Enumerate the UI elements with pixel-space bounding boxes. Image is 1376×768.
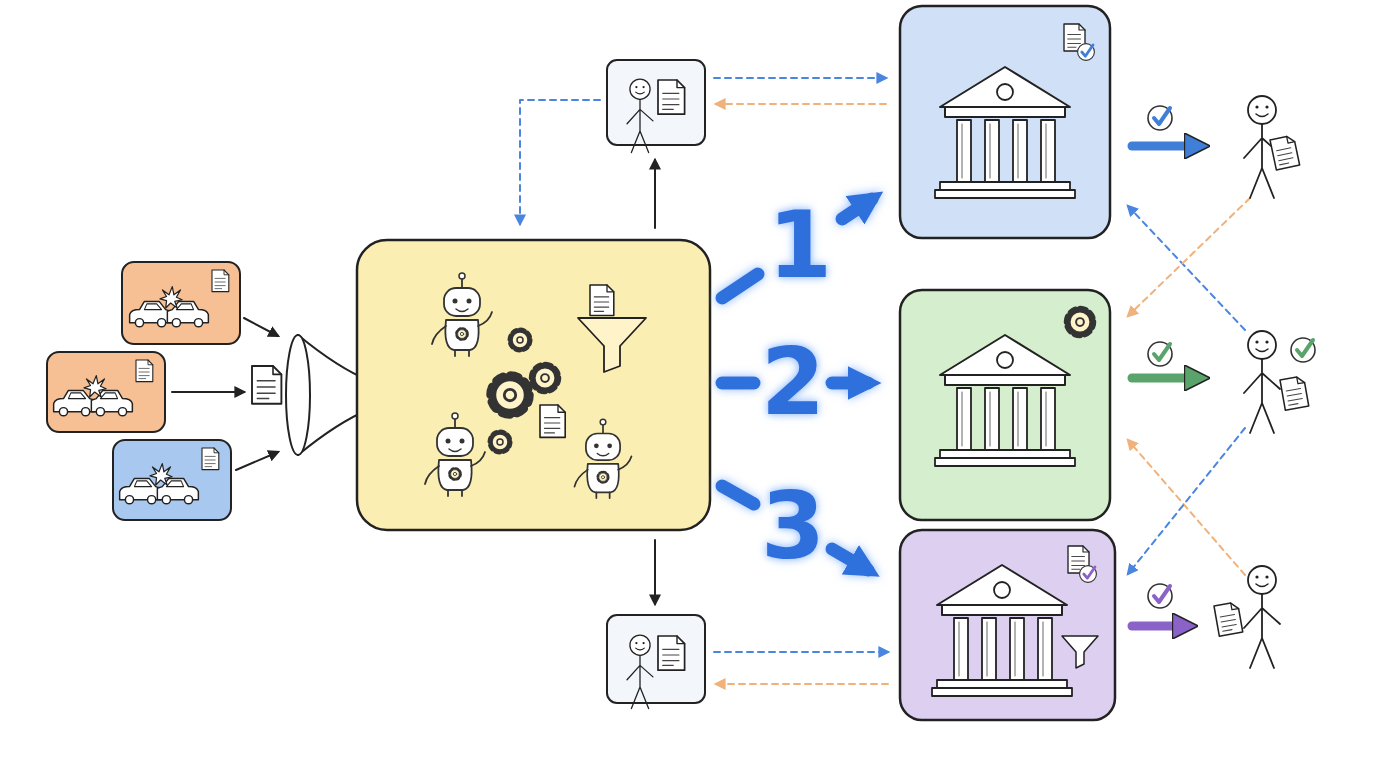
customer — [1244, 331, 1309, 433]
route-number: 2 — [761, 337, 825, 429]
claim-card — [47, 352, 165, 432]
escalation-arrow — [654, 160, 656, 228]
approval-arrows — [1132, 146, 1200, 626]
customer — [1214, 566, 1280, 668]
processing-hub — [357, 240, 710, 530]
feedback-dashes — [520, 78, 1250, 684]
approval-check — [1148, 106, 1172, 130]
reviewer-box — [607, 615, 705, 709]
merged-document — [252, 366, 281, 404]
claim-card — [113, 440, 231, 520]
route-number: 3 — [761, 481, 825, 573]
reviewer-box — [607, 60, 705, 153]
bank-box — [900, 290, 1110, 520]
route-number: 1 — [768, 200, 832, 292]
bank-box — [900, 530, 1115, 720]
claim-card — [122, 262, 240, 344]
customer — [1244, 96, 1300, 198]
bank-box — [900, 6, 1110, 238]
escalation-arrow — [654, 540, 656, 604]
approval-check — [1148, 584, 1172, 608]
approval-check — [1291, 338, 1315, 362]
approval-check — [1148, 342, 1172, 366]
